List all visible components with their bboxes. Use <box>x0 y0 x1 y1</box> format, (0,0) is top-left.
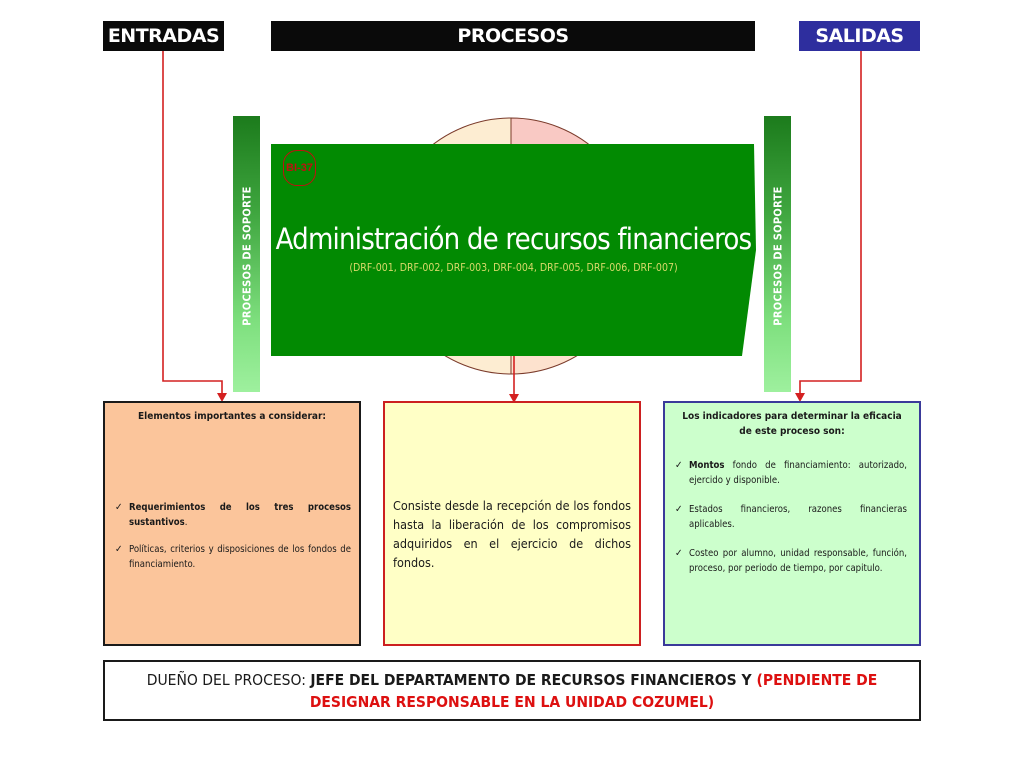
inputs-box: Elementos importantes a considerar: Requ… <box>103 401 361 646</box>
list-item: Costeo por alumno, unidad responsable, f… <box>675 546 907 576</box>
support-bar-left: PROCESOS DE SOPORTE <box>233 116 260 392</box>
process-arrow-block: BI-37 Administración de recursos financi… <box>271 144 756 356</box>
inputs-heading: Elementos importantes a considerar: <box>137 411 327 422</box>
right-connector <box>799 51 862 394</box>
list-item: Requerimientos de los tres procesos sust… <box>115 500 351 530</box>
item-bold: Montos <box>689 460 725 471</box>
left-connector <box>162 51 223 394</box>
outputs-heading: Los indicadores para determinar la efica… <box>682 411 902 437</box>
support-bar-right: PROCESOS DE SOPORTE <box>764 116 791 392</box>
description-text: Consiste desde la recepción de los fondo… <box>393 498 631 570</box>
description-box: Consiste desde la recepción de los fondo… <box>383 401 641 646</box>
item-bold: Requerimientos de los tres procesos sust… <box>129 502 351 528</box>
process-owner-text: DUEÑO DEL PROCESO: JEFE DEL DEPARTAMENTO… <box>123 669 901 713</box>
owner-role: JEFE DEL DEPARTAMENTO DE RECURSOS FINANC… <box>310 670 757 689</box>
process-codes: (DRF-001, DRF-002, DRF-003, DRF-004, DRF… <box>349 262 678 274</box>
inputs-list: Requerimientos de los tres procesos sust… <box>115 500 351 584</box>
outputs-list: Montos fondo de financiamiento: autoriza… <box>675 458 907 590</box>
list-item: Montos fondo de financiamiento: autoriza… <box>675 458 907 488</box>
list-item: Estados financieros, razones financieras… <box>675 502 907 532</box>
item-text: Políticas, criterios y disposiciones de … <box>129 544 351 570</box>
owner-label: DUEÑO DEL PROCESO: <box>146 670 311 689</box>
item-text: Estados financieros, razones financieras… <box>689 504 907 530</box>
salidas-header: SALIDAS <box>799 21 920 51</box>
support-label-right: PROCESOS DE SOPORTE <box>771 186 784 326</box>
process-badge: BI-37 <box>283 150 316 186</box>
item-text: . <box>184 517 188 528</box>
process-title: Administración de recursos financieros <box>275 222 753 256</box>
support-label-left: PROCESOS DE SOPORTE <box>240 186 253 326</box>
outputs-box: Los indicadores para determinar la efica… <box>663 401 921 646</box>
item-text: fondo de financiamiento: autorizado, eje… <box>689 460 907 486</box>
item-text: Costeo por alumno, unidad responsable, f… <box>689 548 907 574</box>
process-owner-box: DUEÑO DEL PROCESO: JEFE DEL DEPARTAMENTO… <box>103 660 921 721</box>
entradas-header: ENTRADAS <box>103 21 224 51</box>
owner-pending: (PENDIENTE DE DESIGNAR RESPONSABLE EN LA… <box>309 670 878 711</box>
procesos-header: PROCESOS <box>271 21 755 51</box>
list-item: Políticas, criterios y disposiciones de … <box>115 542 351 572</box>
